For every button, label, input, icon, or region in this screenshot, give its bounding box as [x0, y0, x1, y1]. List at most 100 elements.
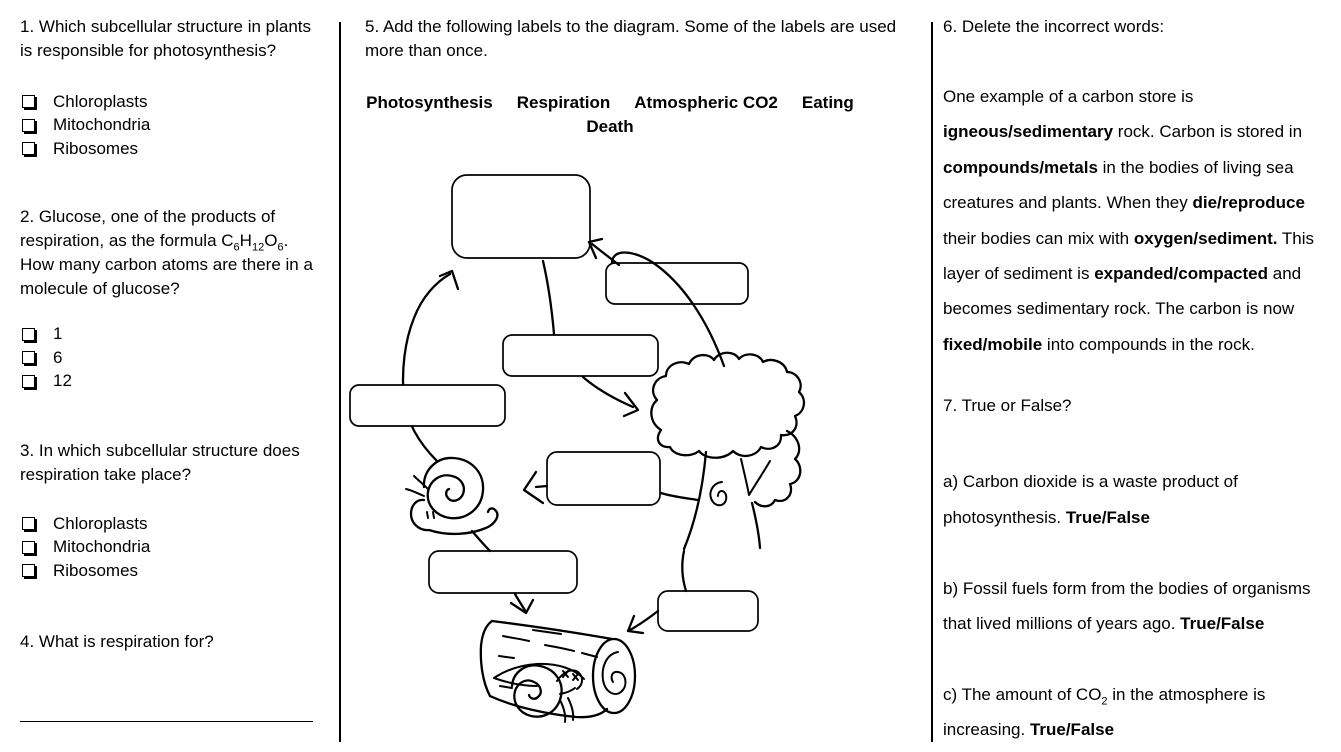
- question-2: 2. Glucose, one of the products of respi…: [20, 206, 313, 298]
- question-7c: c) The amount of CO2 in the atmosphere i…: [943, 684, 1266, 740]
- checkbox-icon[interactable]: [22, 118, 35, 132]
- question-1: 1. Which subcellular structure in plants…: [20, 17, 312, 60]
- arrow-box6-to-log-head: [509, 598, 535, 615]
- line-tree-to-box7: [681, 549, 688, 593]
- option-label: Ribosomes: [53, 560, 139, 580]
- line-tree-to-box2: [610, 251, 726, 368]
- option-label: Chloroplasts: [53, 91, 148, 111]
- option-label: Chloroplasts: [53, 513, 148, 533]
- log-bark-flap: [493, 662, 585, 687]
- right-column: 6. Delete the incorrect words: One examp…: [943, 15, 1335, 748]
- dead-snail-shell: [510, 664, 563, 718]
- question-6-paragraph: One example of a carbon store is igneous…: [943, 87, 1315, 354]
- option-label: 6: [53, 347, 63, 367]
- arrow-box3-to-tree: [581, 375, 635, 409]
- arrow-to-box1: [590, 242, 621, 267]
- question-1-options: Chloroplasts Mitochondria Ribosomes: [20, 90, 320, 161]
- question-4: 4. What is respiration for?: [20, 631, 214, 651]
- question-3-options: Chloroplasts Mitochondria Ribosomes: [20, 512, 320, 583]
- checkbox-icon[interactable]: [22, 374, 35, 388]
- word-bank-item-death[interactable]: Death: [586, 117, 634, 136]
- word-bank-row-1: Photosynthesis Respiration Atmospheric C…: [345, 91, 875, 115]
- label-box-7[interactable]: [657, 590, 759, 632]
- middle-column: 5. Add the following labels to the diagr…: [339, 15, 931, 139]
- arrow-box3-to-tree-head: [622, 391, 640, 418]
- question-4-answer-line[interactable]: [20, 721, 313, 722]
- tree-branch-v: [740, 458, 771, 496]
- tree-trunk-right: [750, 501, 762, 550]
- option-label: Mitochondria: [53, 115, 151, 135]
- q2-option-12[interactable]: 12: [20, 370, 320, 394]
- log-grain-lines: [498, 629, 598, 689]
- word-bank-item-atmospheric-co2[interactable]: Atmospheric CO2: [634, 93, 778, 112]
- column-divider-left: [339, 22, 341, 742]
- question-5: 5. Add the following labels to the diagr…: [365, 17, 897, 60]
- checkbox-icon[interactable]: [22, 540, 35, 554]
- question-6-heading: 6. Delete the incorrect words:: [943, 17, 1165, 36]
- label-box-3[interactable]: [502, 334, 659, 377]
- log-drawing: [479, 619, 637, 723]
- word-bank-item-eating[interactable]: Eating: [801, 93, 854, 112]
- q3-option-mitochondria[interactable]: Mitochondria: [20, 536, 320, 560]
- dead-snail-feelers: [559, 697, 575, 723]
- log-end-spiral: [601, 651, 627, 695]
- arrow-box5-to-snail-tail: [534, 484, 549, 489]
- option-label: 1: [53, 324, 63, 344]
- snail-body: [427, 507, 499, 536]
- line-snail-to-box6: [470, 529, 492, 553]
- q1-option-mitochondria[interactable]: Mitochondria: [20, 114, 320, 138]
- question-3: 3. In which subcellular structure does r…: [20, 441, 300, 484]
- dead-snail-head: [556, 669, 583, 695]
- checkbox-icon[interactable]: [22, 142, 35, 156]
- q1-option-chloroplasts[interactable]: Chloroplasts: [20, 90, 320, 114]
- q2-option-6[interactable]: 6: [20, 346, 320, 370]
- column-divider-right: [931, 22, 933, 742]
- option-label: Ribosomes: [53, 138, 139, 158]
- line-box5-to-tree: [659, 491, 700, 502]
- arrow-to-box1-head: [587, 237, 604, 260]
- snail-drawing: [405, 456, 499, 536]
- arrow-box7-to-log: [628, 609, 660, 632]
- arrow-box7-to-log-head: [626, 614, 645, 635]
- tree-drawing: [650, 351, 806, 551]
- tree-knot-spiral: [709, 481, 728, 507]
- left-column: 1. Which subcellular structure in plants…: [20, 15, 320, 654]
- label-box-4[interactable]: [349, 384, 506, 427]
- word-bank-item-photosynthesis[interactable]: Photosynthesis: [366, 93, 493, 112]
- q2-option-1[interactable]: 1: [20, 323, 320, 347]
- label-box-6[interactable]: [428, 550, 578, 594]
- snail-face-marks: [426, 511, 435, 519]
- checkbox-icon[interactable]: [22, 327, 35, 341]
- snail-antennae: [405, 475, 429, 497]
- checkbox-icon[interactable]: [22, 564, 35, 578]
- word-bank-item-respiration[interactable]: Respiration: [516, 93, 611, 112]
- arrow-box6-to-log: [513, 592, 528, 614]
- log-left-end: [479, 619, 494, 698]
- q3-option-ribosomes[interactable]: Ribosomes: [20, 559, 320, 583]
- question-2-options: 1 6 12: [20, 323, 320, 394]
- q3-option-chloroplasts[interactable]: Chloroplasts: [20, 512, 320, 536]
- line-box1-to-box3: [541, 259, 556, 336]
- snail-head: [409, 498, 431, 532]
- checkbox-icon[interactable]: [22, 95, 35, 109]
- tree-trunk-left: [682, 450, 708, 551]
- tree-canopy: [650, 351, 806, 459]
- connector-lines: [470, 237, 726, 635]
- dead-snail-x-eyes: [562, 670, 579, 681]
- snail-shell-spiral: [422, 456, 485, 520]
- question-7b: b) Fossil fuels form from the bodies of …: [943, 579, 1311, 634]
- checkbox-icon[interactable]: [22, 351, 35, 365]
- label-box-5[interactable]: [546, 451, 661, 506]
- log-bottom-edge: [488, 694, 609, 719]
- label-box-1[interactable]: [451, 174, 591, 259]
- question-7-heading: 7. True or False?: [943, 396, 1072, 416]
- log-top-edge: [490, 619, 614, 641]
- q1-option-ribosomes[interactable]: Ribosomes: [20, 137, 320, 161]
- question-7a: a) Carbon dioxide is a waste product of …: [943, 472, 1238, 527]
- arrow-snail-to-atmosphere: [401, 269, 460, 463]
- option-label: Mitochondria: [53, 537, 151, 557]
- word-bank-row-2: Death: [345, 115, 875, 139]
- arrow-box5-to-snail-head: [522, 470, 545, 505]
- checkbox-icon[interactable]: [22, 517, 35, 531]
